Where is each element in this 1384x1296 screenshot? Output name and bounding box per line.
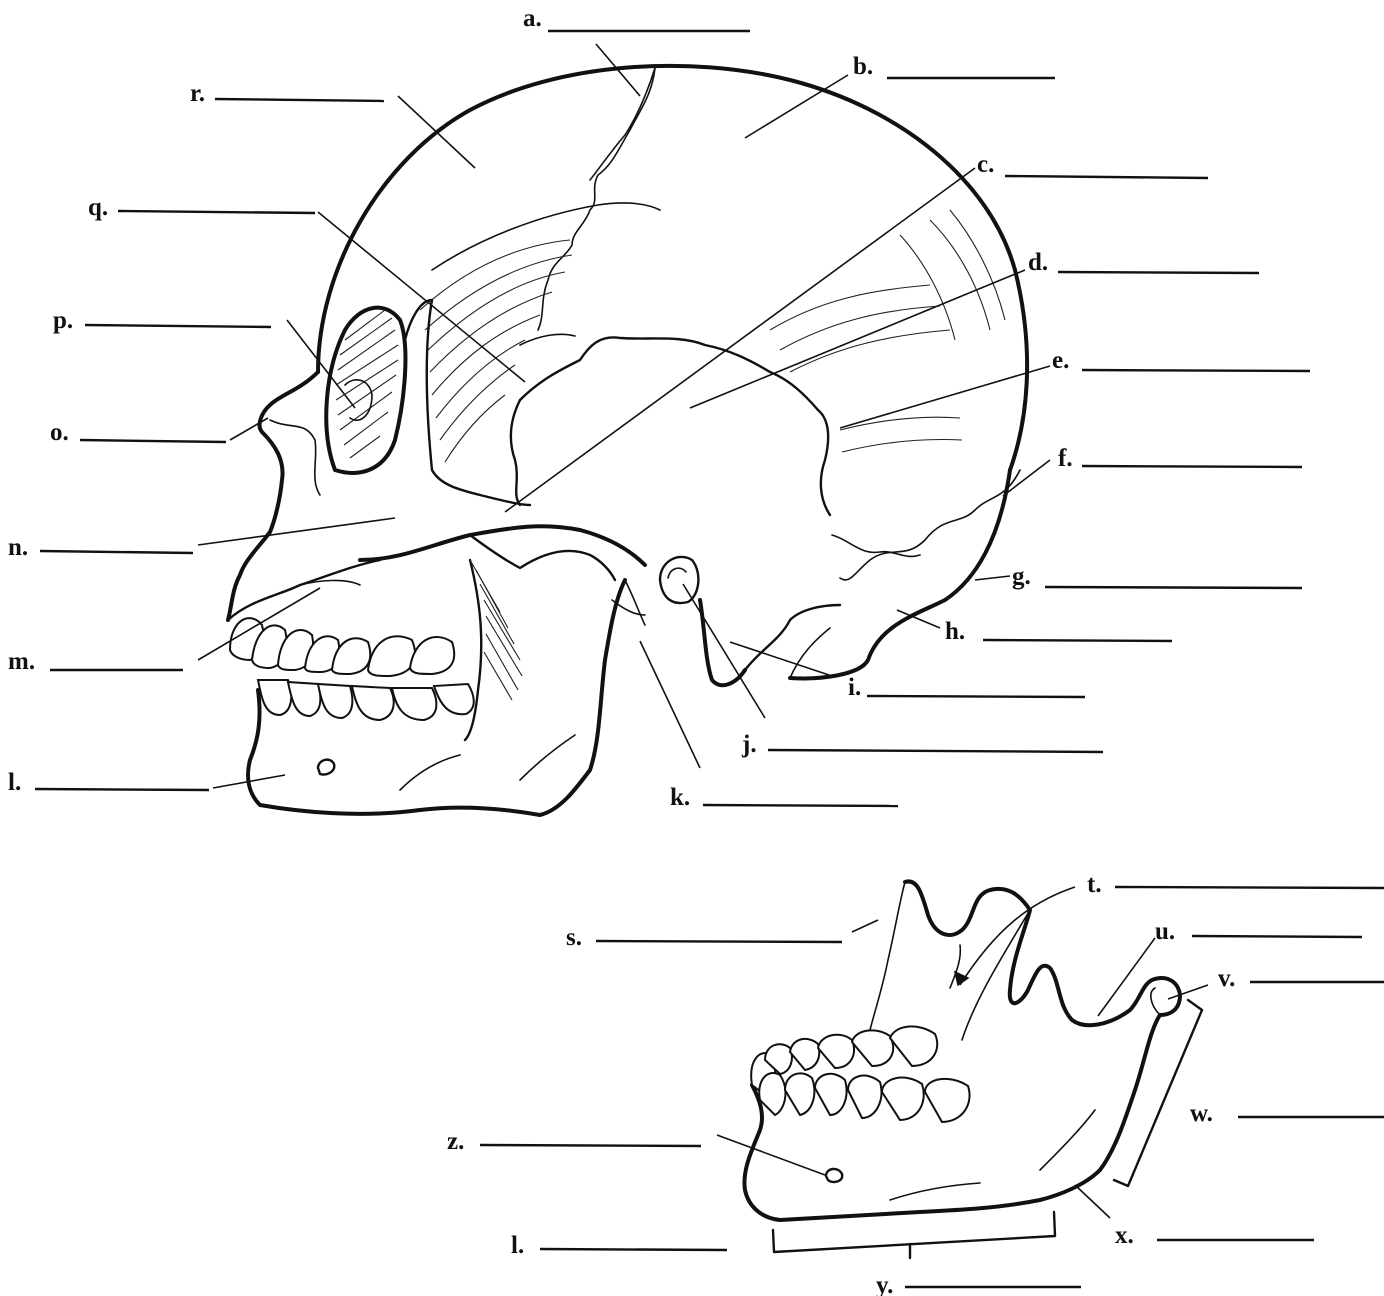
blank-o[interactable] xyxy=(80,440,226,442)
blank-t[interactable] xyxy=(1115,887,1384,888)
label-b: b. xyxy=(853,53,873,80)
label-z: z. xyxy=(447,1128,464,1155)
blank-l-mandible[interactable] xyxy=(540,1249,727,1250)
blank-f[interactable] xyxy=(1082,466,1302,467)
label-i: i. xyxy=(848,674,861,701)
label-d: d. xyxy=(1028,249,1048,276)
blank-d[interactable] xyxy=(1058,272,1259,273)
label-k: k. xyxy=(670,784,690,811)
skull-lateral-view-icon xyxy=(228,66,1027,815)
skull-vault-outline xyxy=(318,66,1027,470)
mental-foramen-mandible xyxy=(826,1169,842,1182)
label-r: r. xyxy=(190,80,205,107)
label-p: p. xyxy=(53,307,73,334)
label-o: o. xyxy=(50,419,69,446)
label-w: w. xyxy=(1190,1100,1213,1127)
label-e: e. xyxy=(1052,347,1069,374)
label-u: u. xyxy=(1155,918,1175,945)
coronal-suture xyxy=(538,68,655,330)
blank-u[interactable] xyxy=(1192,936,1362,937)
label-t: t. xyxy=(1087,871,1102,898)
label-l-mandible: l. xyxy=(511,1232,524,1259)
label-m: m. xyxy=(8,648,35,675)
zygomatic-arch xyxy=(360,526,645,565)
blank-z[interactable] xyxy=(480,1145,701,1146)
upper-teeth xyxy=(230,618,454,676)
label-y: y. xyxy=(876,1272,893,1296)
blank-i[interactable] xyxy=(867,696,1085,697)
blank-q[interactable] xyxy=(118,211,315,213)
mental-foramen-skull xyxy=(318,760,334,775)
blank-r[interactable] xyxy=(215,99,384,101)
ramus-bracket xyxy=(1114,1000,1202,1186)
blank-p[interactable] xyxy=(85,325,271,327)
blank-h[interactable] xyxy=(983,640,1172,641)
mandible-lateral-view-icon xyxy=(744,881,1202,1258)
blank-k[interactable] xyxy=(703,805,898,806)
blank-n[interactable] xyxy=(40,551,193,553)
label-l: l. xyxy=(8,769,21,796)
external-auditory-meatus xyxy=(660,557,698,603)
label-n: n. xyxy=(8,534,28,561)
label-f: f. xyxy=(1058,445,1073,472)
label-v: v. xyxy=(1218,965,1235,992)
label-c: c. xyxy=(977,151,994,178)
label-s: s. xyxy=(566,924,582,951)
blank-e[interactable] xyxy=(1082,370,1310,371)
blank-j[interactable] xyxy=(768,750,1103,752)
label-h: h. xyxy=(945,618,965,645)
mandible-teeth xyxy=(751,1026,969,1122)
label-j: j. xyxy=(741,731,757,758)
blank-l[interactable] xyxy=(35,789,209,790)
squamous-suture xyxy=(520,337,830,515)
blank-g[interactable] xyxy=(1045,587,1302,588)
label-g: g. xyxy=(1012,563,1031,590)
lower-teeth xyxy=(258,680,474,720)
label-q: q. xyxy=(88,194,108,221)
blank-s[interactable] xyxy=(596,941,842,942)
label-a: a. xyxy=(523,5,542,32)
label-x: x. xyxy=(1115,1222,1134,1249)
blank-c[interactable] xyxy=(1005,176,1208,178)
orbit-outline xyxy=(326,308,405,473)
